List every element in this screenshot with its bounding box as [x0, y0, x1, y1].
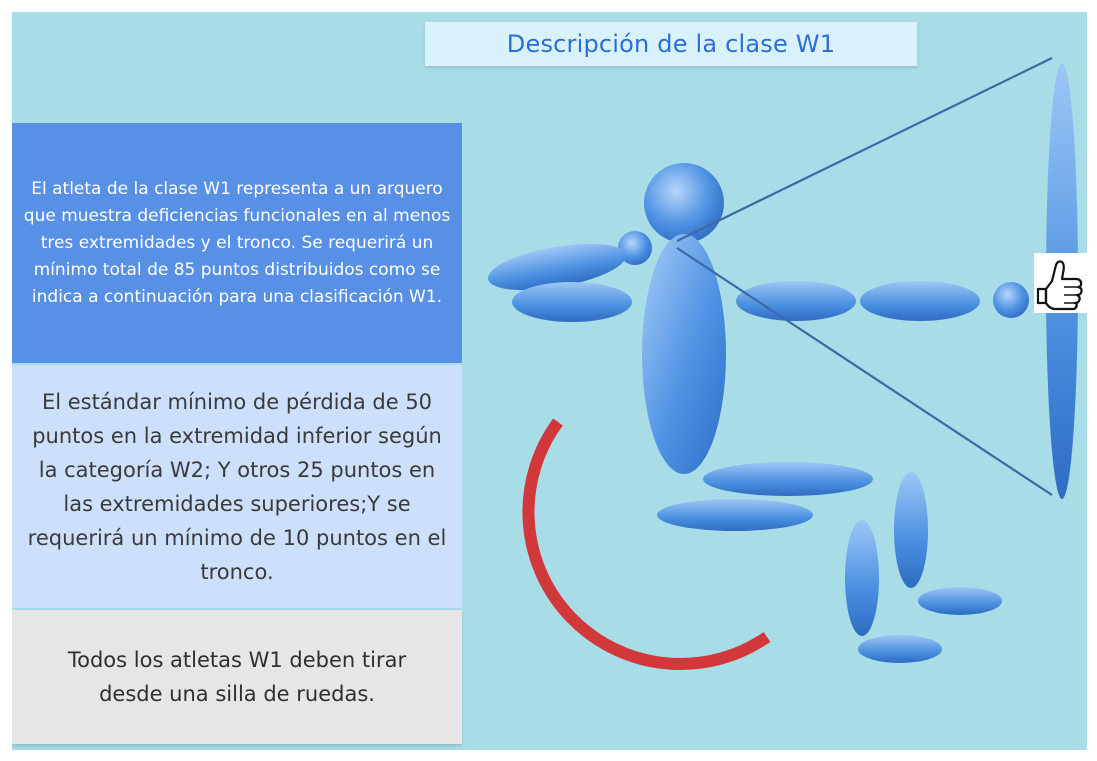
right-hand-shape — [993, 282, 1029, 318]
right-shin-shape — [894, 472, 928, 588]
right-upper-arm-shape — [736, 281, 856, 321]
head-shape — [644, 163, 724, 243]
left-foot-shape — [858, 635, 942, 663]
left-shoulder-shape — [618, 231, 652, 265]
slide: Descripción de la clase W1 El atleta de … — [12, 12, 1087, 750]
description-box-wheelchair: Todos los atletas W1 deben tirar desde u… — [12, 610, 462, 744]
archer-figure — [487, 57, 1087, 671]
description-standard-text: El estándar mínimo de pérdida de 50 punt… — [27, 389, 447, 584]
wheelchair-wheel-arc — [522, 418, 771, 671]
lower-thigh-shape — [657, 499, 813, 531]
bow-string-bottom — [676, 247, 1053, 496]
left-upper-arm-shape — [487, 243, 627, 291]
description-wheelchair-text: Todos los atletas W1 deben tirar desde u… — [67, 648, 407, 706]
left-lower-arm-shape — [512, 282, 632, 322]
page-title: Descripción de la clase W1 — [425, 22, 917, 66]
right-forearm-shape — [860, 281, 980, 321]
left-shin-shape — [845, 520, 879, 636]
description-box-standard: El estándar mínimo de pérdida de 50 punt… — [12, 365, 462, 608]
bow-string-top — [676, 57, 1053, 242]
description-primary-text: El atleta de la clase W1 representa a un… — [23, 178, 451, 307]
torso-shape — [642, 234, 726, 474]
description-box-primary: El atleta de la clase W1 representa a un… — [12, 123, 462, 363]
thumbs-up-icon — [1034, 253, 1087, 313]
right-foot-shape — [918, 587, 1002, 615]
upper-thigh-shape — [703, 462, 873, 496]
